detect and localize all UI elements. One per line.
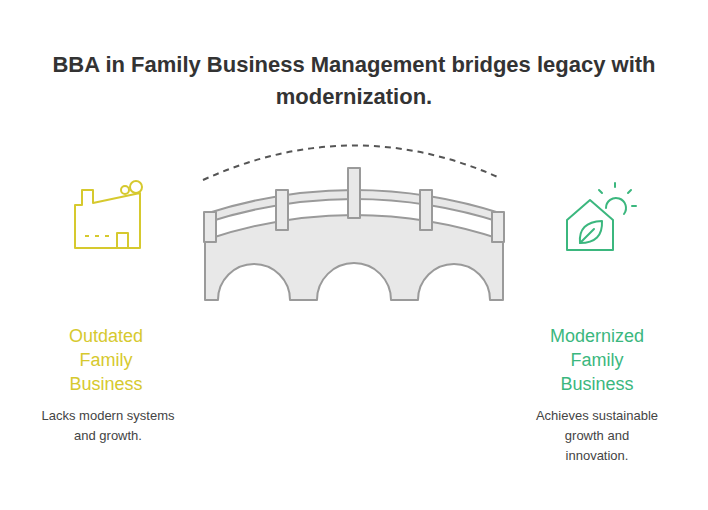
stage-heading: Outdated Family Business [56,324,156,396]
stage-description: Lacks modern systems and growth. [33,406,183,446]
stage-description: Achieves sustainable growth and innovati… [535,406,659,466]
stage-heading: Modernized Family Business [541,324,653,396]
factory-icon [75,181,142,248]
bridge [204,168,504,300]
diagram-title: BBA in Family Business Management bridge… [29,49,679,113]
eco-house-icon [567,183,636,250]
